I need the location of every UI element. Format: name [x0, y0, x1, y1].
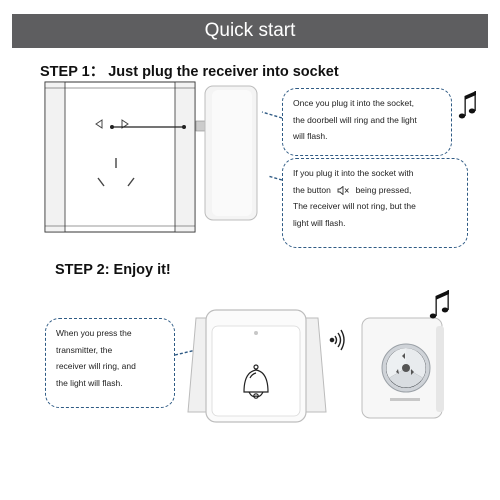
plug-receiver: [195, 85, 258, 221]
bubble2-line: The receiver will not ring, but the: [293, 201, 416, 212]
bubble1-line: will flash.: [293, 131, 328, 142]
music-notes-icon: [458, 91, 476, 119]
bubble3-line: transmitter, the: [56, 344, 113, 355]
bubble1-line: the doorbell will ring and the light: [293, 114, 417, 125]
step1-bubble-1: Once you plug it into the socket, the do…: [282, 88, 452, 156]
bell-icon: [243, 364, 269, 399]
bubble2-line-part: the button: [293, 184, 331, 195]
music-notes-icon-2: [429, 290, 449, 319]
header-title: Quick start: [204, 20, 296, 41]
bubble2-line-part: being pressed,: [355, 184, 412, 195]
bubble1-line: Once you plug it into the socket,: [293, 98, 414, 108]
receiver-unit: [361, 317, 444, 419]
bubble2-line: light will flash.: [293, 217, 346, 228]
bubble3-line: When you press the: [56, 328, 132, 338]
step1-bubble-2: If you plug it into the socket with the …: [282, 158, 468, 248]
bubble3-line: receiver will ring, and: [56, 361, 136, 372]
quick-start-header: Quick start: [12, 14, 488, 48]
step2-bubble: When you press the transmitter, the rece…: [45, 318, 175, 408]
mute-icon: [337, 185, 350, 195]
bubble3-line: the light will flash.: [56, 377, 123, 388]
bubble2-line: the button being pressed,: [293, 182, 457, 199]
wall-socket: [44, 81, 196, 233]
step2-title: STEP 2: Enjoy it!: [55, 262, 171, 278]
transmitter: [187, 309, 327, 423]
wireless-signal-icon: [329, 329, 345, 351]
step1-title: STEP 1： Just plug the receiver into sock…: [40, 64, 339, 80]
bubble2-line: If you plug it into the socket with: [293, 168, 414, 178]
